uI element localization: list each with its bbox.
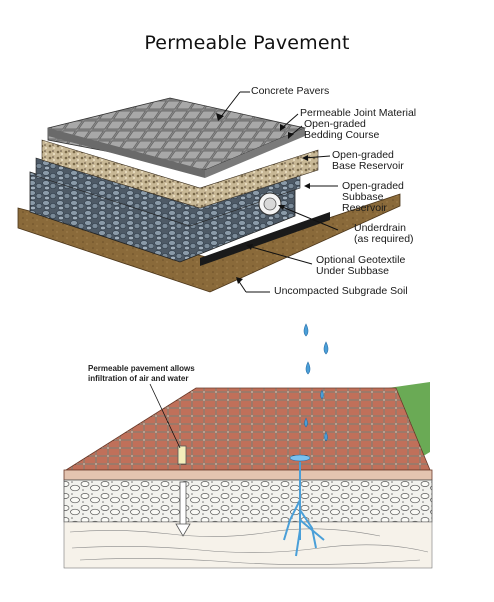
label-geotextile-2: Under Subbase	[316, 265, 389, 277]
brick-paver-surface	[64, 387, 431, 471]
label-subgrade-soil: Uncompacted Subgrade Soil	[274, 285, 408, 297]
label-underdrain-1: Underdrain	[354, 222, 406, 234]
page-title: Permeable Pavement	[144, 32, 350, 54]
label-bedding-course-1: Open-graded	[304, 118, 366, 130]
label-infiltration-2: infiltration of air and water	[88, 374, 189, 383]
water-droplets	[289, 323, 329, 462]
leader-arrowheads	[216, 113, 310, 284]
air-arrow	[175, 481, 191, 537]
label-joint-material: Permeable Joint Material	[300, 107, 417, 119]
leader-lines	[219, 91, 339, 293]
label-subbase-2: Subbase	[342, 191, 384, 203]
label-base-reservoir-1: Open-graded	[332, 149, 394, 161]
label-concrete-pavers: Concrete Pavers	[251, 85, 330, 97]
bedding-course-layer	[41, 139, 319, 209]
geotextile-layer	[200, 212, 330, 266]
water-infiltration-path	[283, 462, 325, 557]
concrete-pavers-layer	[47, 97, 307, 178]
underdrain-pipe	[258, 192, 282, 216]
label-bedding-course-2: Bedding Course	[304, 129, 380, 141]
label-geotextile-1: Optional Geotextile	[316, 254, 406, 266]
label-infiltration-1: Permeable pavement allows	[88, 364, 195, 373]
label-subbase-1: Open-graded	[342, 180, 404, 192]
infiltration-marker	[177, 445, 187, 465]
permeable-brick-illustration	[63, 323, 433, 569]
gravel-cross-section	[63, 479, 433, 523]
label-underdrain-2: (as required)	[354, 233, 414, 245]
infiltration-leader	[149, 383, 181, 449]
label-subbase-3: Reservoir	[342, 202, 387, 214]
label-base-reservoir-2: Base Reservoir	[332, 160, 404, 172]
